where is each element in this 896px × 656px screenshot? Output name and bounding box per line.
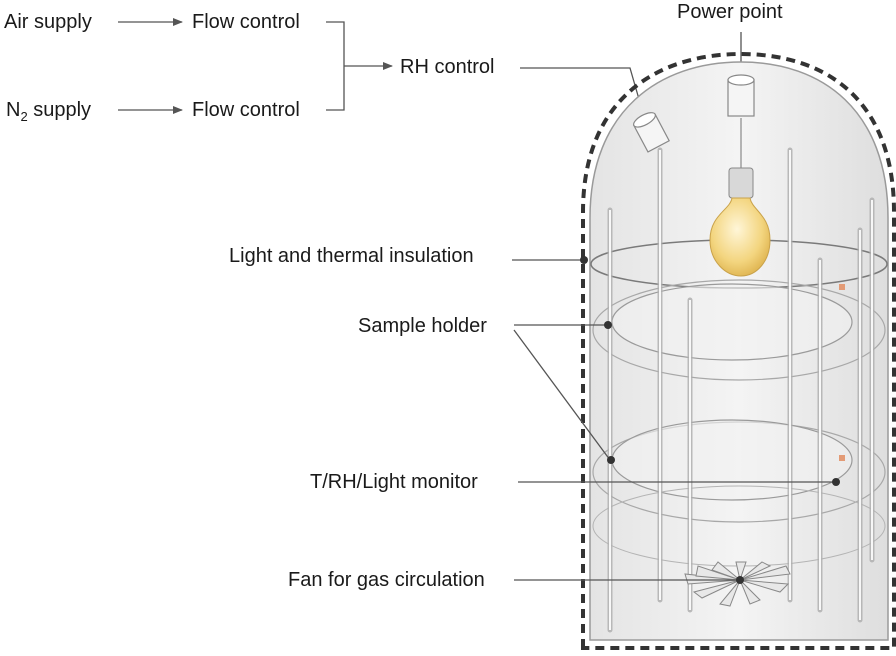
n2-subscript: 2 xyxy=(20,109,28,124)
power-point-port xyxy=(727,74,755,117)
sample-holder-label: Sample holder xyxy=(358,315,487,337)
callout-dots xyxy=(580,256,840,584)
light-bulb-icon xyxy=(709,118,771,277)
monitor-label: T/RH/Light monitor xyxy=(310,471,478,493)
flow-control-label-2: Flow control xyxy=(192,99,300,121)
insulation-outline xyxy=(581,51,896,650)
n2-supply-label: N2 supply xyxy=(6,98,91,129)
n2-suffix: supply xyxy=(27,99,92,121)
chamber xyxy=(581,51,896,650)
n2-prefix: N xyxy=(6,99,21,121)
sensor-upper xyxy=(839,284,845,290)
rh-inlet-port xyxy=(633,112,670,153)
flow-merge-bracket xyxy=(326,21,345,111)
power-point-label: Power point xyxy=(677,1,783,23)
sensor-lower xyxy=(839,455,845,461)
flow-control-label-1: Flow control xyxy=(192,11,300,33)
air-supply-label: Air supply xyxy=(4,11,92,33)
rh-control-label: RH control xyxy=(400,56,495,78)
upper-ring-band xyxy=(592,279,886,381)
lower-sample-holder xyxy=(611,419,853,501)
insulation-label: Light and thermal insulation xyxy=(229,245,474,267)
circulation-fan-icon xyxy=(684,561,791,607)
callout-lines xyxy=(512,259,835,581)
upper-sample-holder xyxy=(611,283,853,361)
fan-label: Fan for gas circulation xyxy=(288,569,485,591)
